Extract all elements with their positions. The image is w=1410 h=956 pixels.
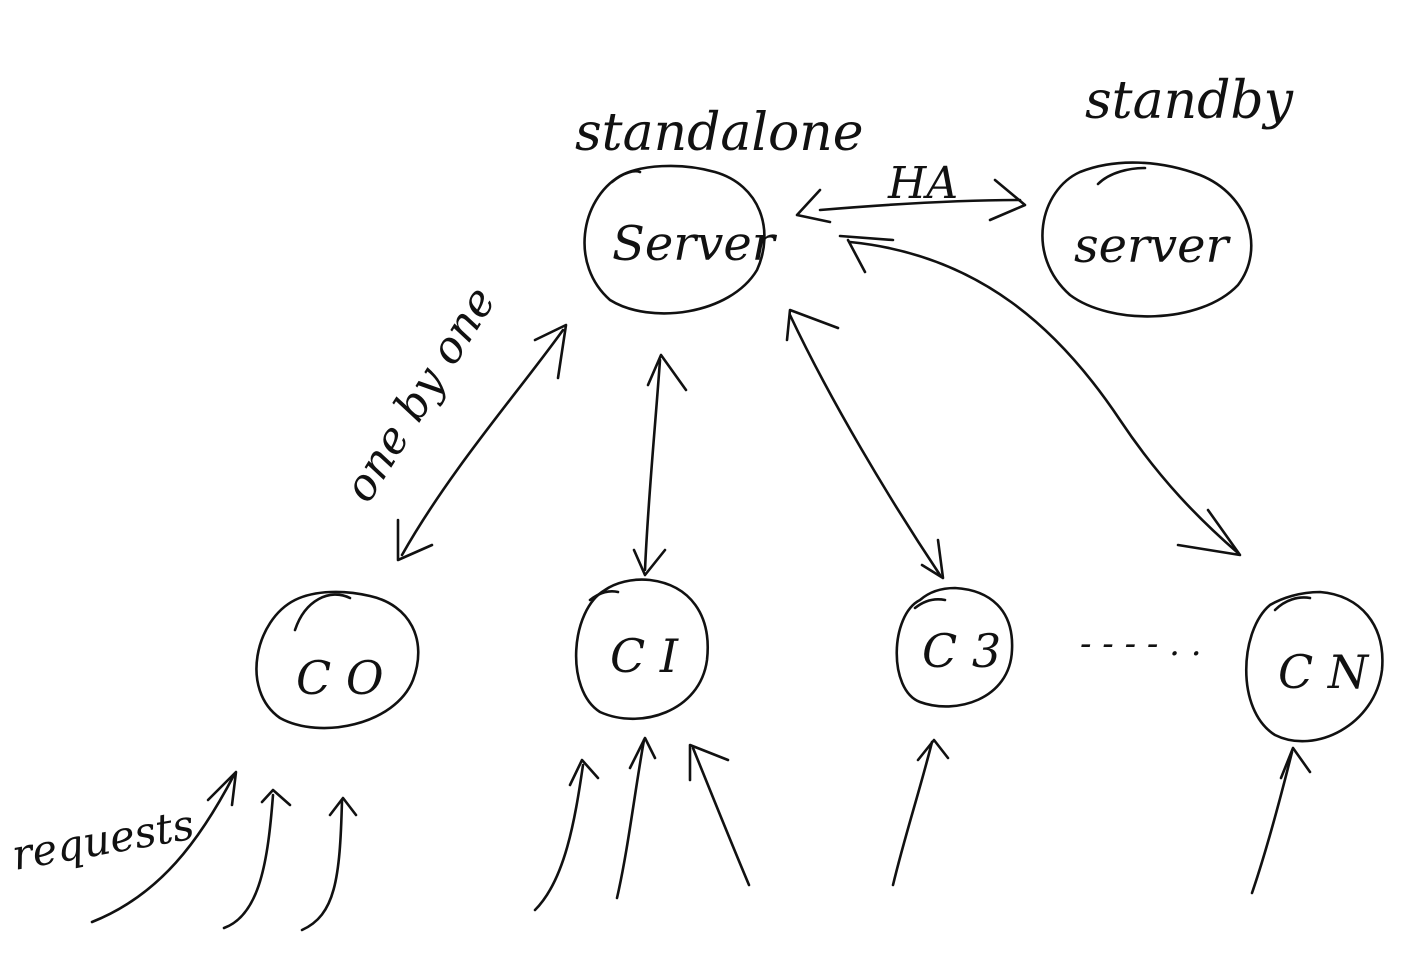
client-node-cn — [1245, 590, 1384, 743]
one-by-one-label: one by one — [334, 278, 506, 511]
requests-label: requests — [8, 800, 197, 880]
client-c1-label: C I — [610, 629, 679, 683]
client-c0-label: C O — [296, 651, 384, 705]
client-c3-label: C 3 — [922, 624, 1001, 678]
edge-server-c3 — [785, 308, 945, 580]
client-node-c3 — [895, 586, 1014, 708]
server-main-label: Server — [612, 216, 778, 272]
ellipsis-dashes: - - - - . . — [1080, 624, 1202, 664]
standalone-label: standalone — [575, 103, 864, 163]
edge-server-c1 — [632, 353, 688, 577]
ha-label: HA — [887, 158, 958, 209]
standby-label: standby — [1085, 71, 1294, 131]
request-arrows-c3 — [891, 738, 950, 887]
client-node-c0 — [255, 590, 420, 730]
server-node-main — [583, 164, 766, 315]
server-standby-label: server — [1074, 218, 1232, 274]
client-cn-label: C N — [1278, 645, 1370, 699]
request-arrows-c1 — [533, 736, 751, 912]
request-arrows-cn — [1250, 746, 1312, 895]
client-node-c1 — [574, 578, 709, 721]
edge-server-cn — [838, 234, 1242, 557]
ha-connector — [795, 178, 1027, 224]
edge-server-c0 — [396, 323, 568, 562]
request-arrows-c0 — [90, 770, 358, 932]
server-node-standby — [1041, 161, 1253, 318]
